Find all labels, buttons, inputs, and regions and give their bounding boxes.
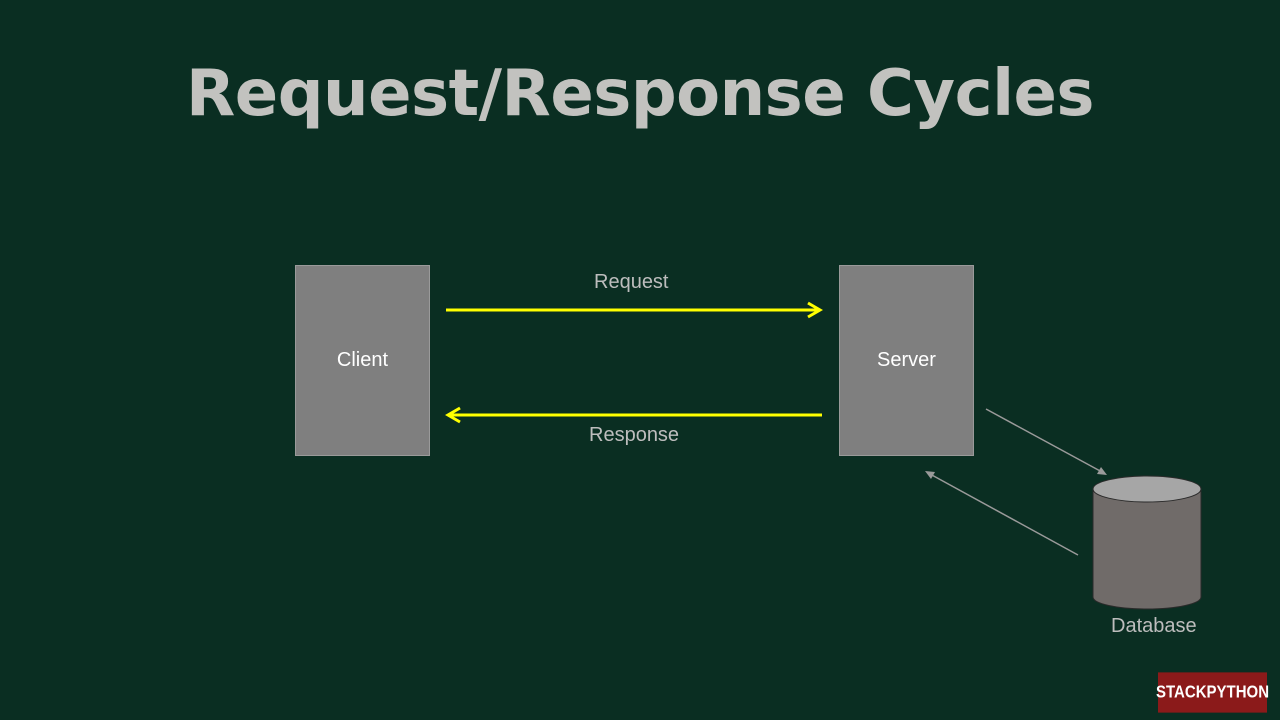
page-title: Request/Response Cycles	[186, 57, 1095, 131]
database-label: Database	[1111, 615, 1197, 637]
database-to-server-arrow	[925, 471, 1079, 556]
request-arrow	[446, 301, 823, 319]
request-label: Request	[594, 271, 669, 293]
response-arrow	[445, 406, 822, 424]
response-label: Response	[589, 424, 680, 446]
server-to-database-arrow	[985, 408, 1107, 475]
stackpython-logo: STACKPYTHON	[1156, 672, 1269, 713]
client-node: Client	[295, 265, 430, 456]
database-cylinder-icon	[1092, 475, 1202, 610]
server-label: Server	[877, 349, 936, 371]
client-label: Client	[336, 349, 389, 371]
server-node: Server	[839, 265, 974, 456]
